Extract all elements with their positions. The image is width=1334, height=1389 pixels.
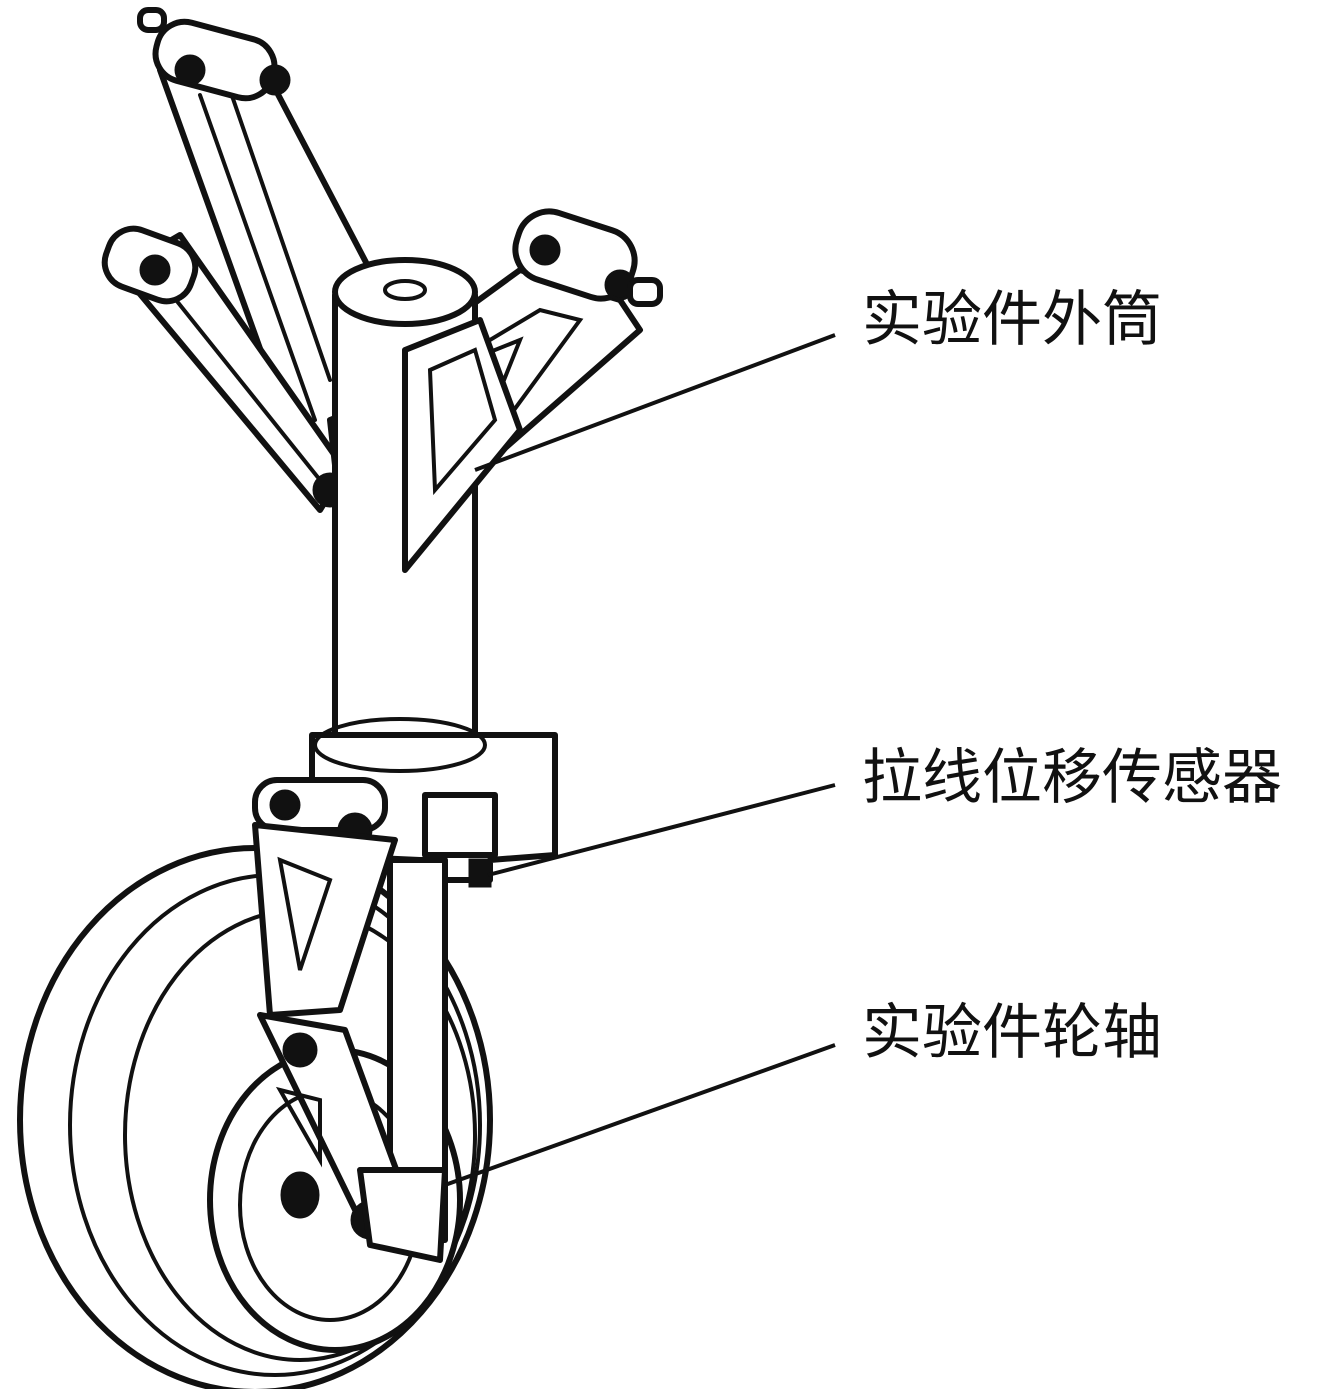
piston-and-torque-links [252, 822, 448, 1263]
label-draw-wire-sensor: 拉线位移传感器 [862, 743, 1282, 813]
label-outer-cylinder: 实验件外筒 [862, 285, 1162, 355]
label-wheel-axle: 实验件轮轴 [862, 998, 1162, 1068]
leader-line-outer-cylinder [474, 333, 836, 472]
upper-brace-arms [101, 7, 663, 573]
leader-line-sensor [487, 783, 836, 877]
leader-line-wheel-axle [444, 1043, 836, 1187]
